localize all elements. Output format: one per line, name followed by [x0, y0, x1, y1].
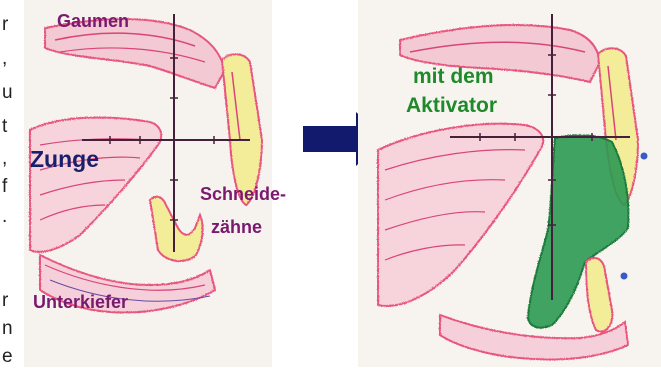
- label-lower-jaw: Unterkiefer: [33, 293, 128, 312]
- label-incisors-line2: zähne: [211, 218, 262, 237]
- label-incisors-line1: Schneide-: [200, 185, 286, 204]
- label-palate: Gaumen: [57, 12, 129, 31]
- label-tongue: Zunge: [30, 147, 99, 171]
- right-panel: [358, 0, 661, 367]
- lip-marker-dot: [641, 153, 648, 160]
- lip-marker-dot: [621, 273, 628, 280]
- label-with-line2: Aktivator: [406, 95, 497, 117]
- label-with-line1: mit dem: [413, 66, 494, 88]
